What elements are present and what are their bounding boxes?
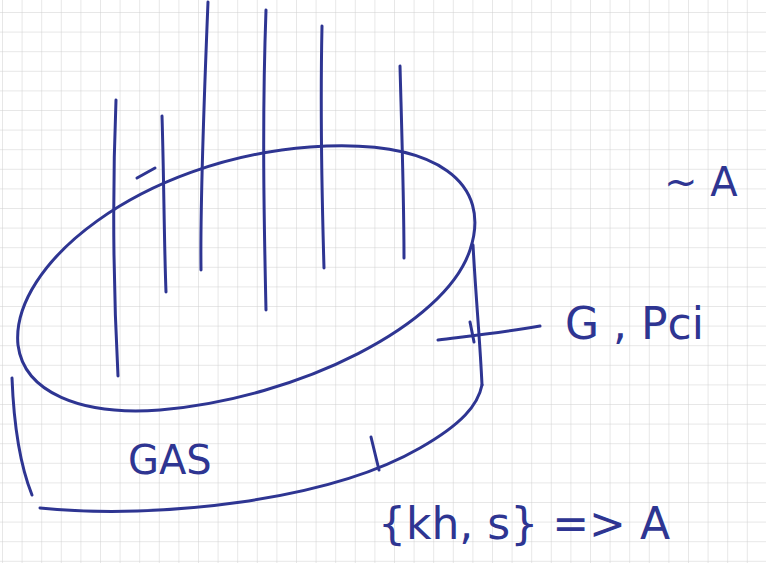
leader-tick: [470, 322, 474, 342]
field-line: [264, 10, 266, 310]
note-label: G , Pci: [565, 300, 704, 348]
field-line: [162, 116, 166, 292]
leader-line: [438, 326, 540, 340]
field-line: [114, 100, 118, 376]
region-label: GAS: [128, 438, 212, 482]
disk-node: GAS: [128, 438, 212, 482]
note-label: {kh, s} => A: [378, 500, 670, 548]
disk-left-side: [12, 378, 32, 495]
disk-top: [18, 146, 475, 411]
field-line: [400, 66, 404, 258]
ink-tick: [137, 168, 155, 178]
field-line: [321, 26, 324, 268]
leader-tick: [371, 437, 379, 470]
field-line: [201, 2, 208, 270]
disk-bottom: [40, 385, 482, 511]
note-label: ~ A: [664, 160, 738, 204]
disk-right-side: [473, 245, 482, 385]
